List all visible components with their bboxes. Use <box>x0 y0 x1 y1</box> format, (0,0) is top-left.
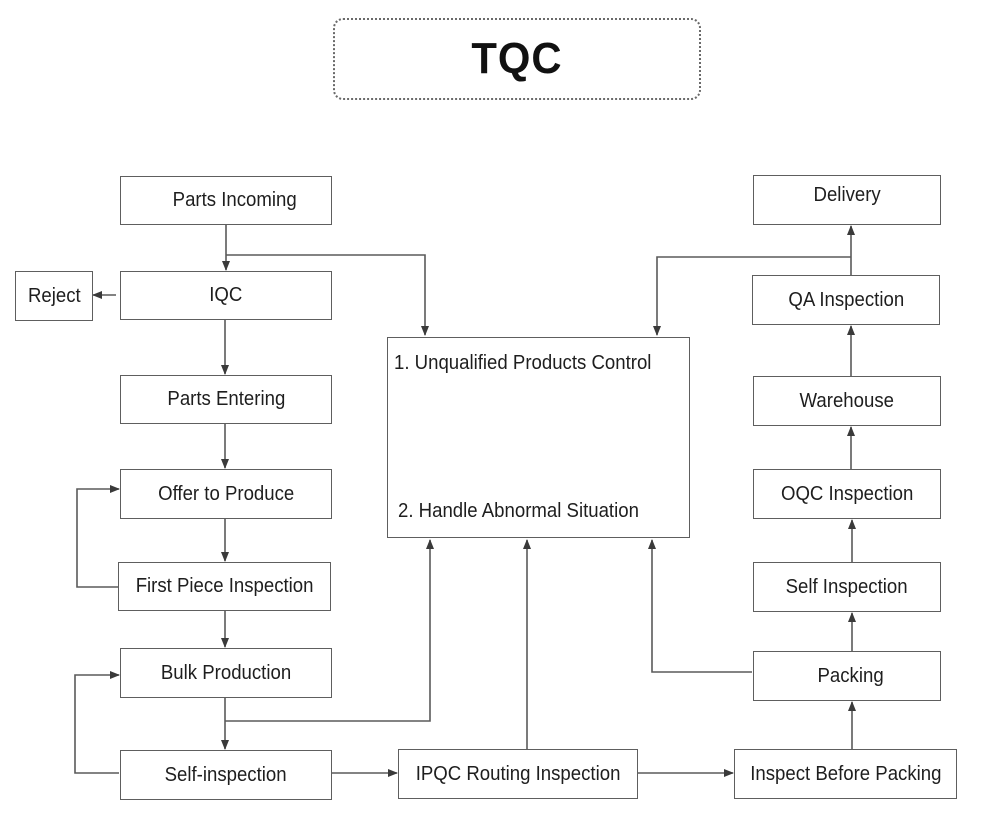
node-offer-to-produce: Offer to Produce <box>120 469 332 519</box>
node-label: IQC <box>209 284 243 306</box>
control-item-unqualified-products: 1. Unqualified Products Control <box>394 352 652 374</box>
node-parts-entering: Parts Entering <box>120 375 332 424</box>
control-box: 1. Unqualified Products Control 2. Handl… <box>387 337 690 538</box>
node-label: OQC Inspection <box>780 482 914 505</box>
node-iqc: IQC <box>120 271 332 320</box>
title-box: TQC <box>333 18 701 100</box>
node-oqc-inspection: OQC Inspection <box>753 469 941 519</box>
edge-first-piece-loop-to-offer <box>76 485 120 588</box>
node-packing: Packing <box>753 651 941 701</box>
edge-qa-to-control <box>653 256 851 336</box>
node-label: First Piece Inspection <box>135 575 314 597</box>
node-label: Delivery <box>813 183 881 206</box>
node-label: Warehouse <box>799 389 895 412</box>
control-item-abnormal-situation: 2. Handle Abnormal Situation <box>398 500 639 522</box>
node-label: Bulk Production <box>160 661 292 684</box>
diagram-title: TQC <box>471 34 563 83</box>
node-self-inspection-right: Self Inspection <box>753 562 941 612</box>
node-bulk-production: Bulk Production <box>120 648 332 698</box>
node-ipqc-routing-inspection: IPQC Routing Inspection <box>398 749 638 799</box>
edge-parts-incoming-to-control <box>226 254 429 336</box>
node-label: IPQC Routing Inspection <box>415 762 621 785</box>
node-label: Inspect Before Packing <box>749 762 942 785</box>
node-label: Offer to Produce <box>157 482 295 505</box>
node-reject: Reject <box>15 271 93 321</box>
node-warehouse: Warehouse <box>753 376 941 426</box>
node-label: Parts Incoming <box>172 189 298 211</box>
node-inspect-before-packing: Inspect Before Packing <box>734 749 957 799</box>
node-self-inspection-left: Self-inspection <box>120 750 332 800</box>
node-label: QA Inspection <box>788 288 904 311</box>
node-label: Parts Entering <box>167 388 285 410</box>
edge-self-inspection-loop-to-bulk <box>74 671 120 774</box>
node-label: Self-inspection <box>164 763 288 786</box>
node-qa-inspection: QA Inspection <box>752 275 940 325</box>
node-label: Packing <box>817 664 885 687</box>
edge-bulk-to-control <box>225 539 434 722</box>
node-label: Self Inspection <box>785 575 909 598</box>
node-first-piece-inspection: First Piece Inspection <box>118 562 331 611</box>
node-label: Reject <box>27 284 81 307</box>
node-parts-incoming: Parts Incoming <box>120 176 332 225</box>
edge-packing-to-control <box>648 539 752 673</box>
node-delivery: Delivery <box>753 175 941 225</box>
